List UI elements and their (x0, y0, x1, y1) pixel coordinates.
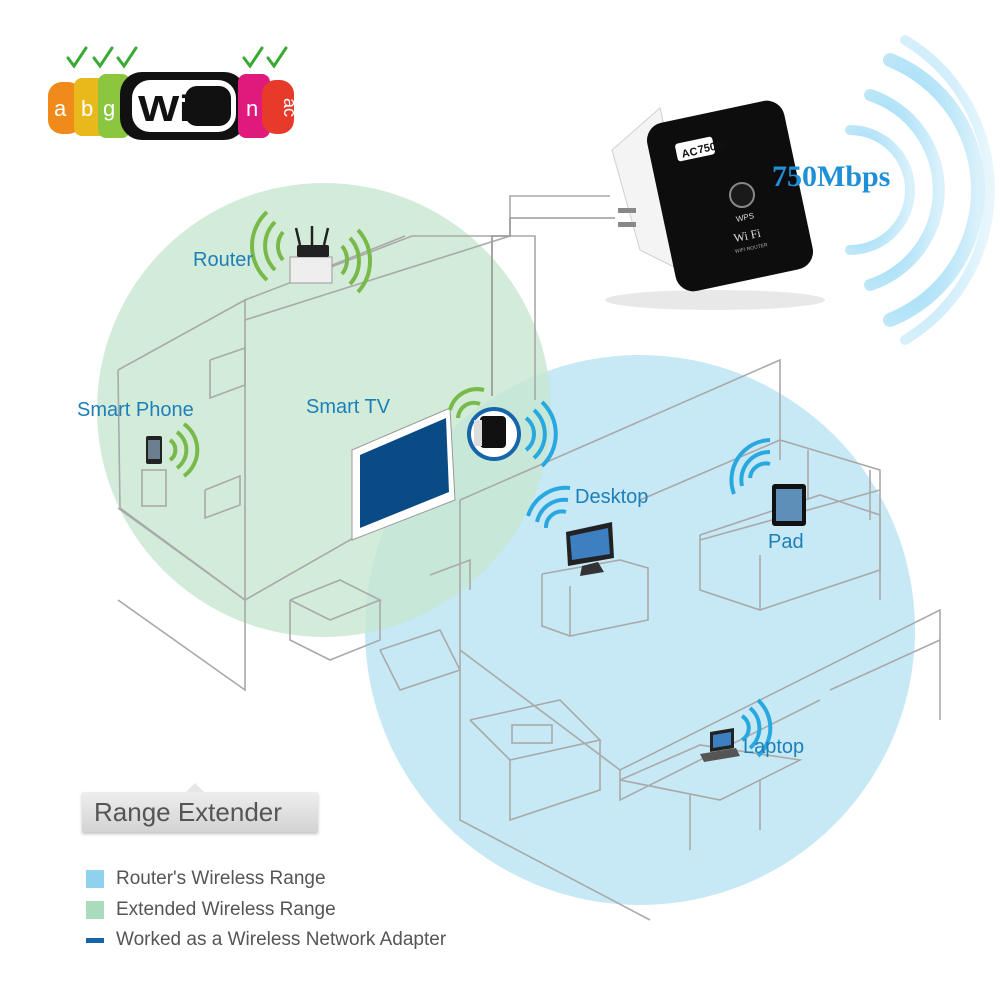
legend-swatch-extended-range (86, 901, 104, 919)
wifi-badge-n (238, 74, 270, 138)
legend-swatch-router-range (86, 870, 104, 888)
big-signal-arcs (845, 35, 995, 345)
device-badge: AC (681, 146, 699, 161)
speed-label: 750Mbps (772, 160, 891, 193)
house-floorplan (117, 195, 941, 921)
wifi-letter-ac: ac (280, 98, 300, 117)
wifi-letter-a: a (54, 96, 67, 121)
wifi-letter-g: g (103, 96, 115, 121)
smart-tv-icon (351, 407, 456, 541)
legend-item-router-range: Router's Wireless Range (86, 868, 326, 890)
smart-phone-signal-icon (168, 422, 200, 478)
checkmark-icons (66, 46, 288, 69)
smart-tv-label: Smart TV (306, 396, 391, 418)
laptop-icon (700, 728, 740, 762)
wifi-badge-a (48, 82, 82, 134)
router-signal-icon (249, 210, 372, 294)
legend-text: Worked as a Wireless Network Adapter (116, 929, 447, 950)
mini-extender-icon (467, 407, 521, 461)
wifi-center-text: WiFi (138, 88, 230, 129)
range-extender-device (605, 100, 825, 310)
extended-range-circle (97, 183, 551, 637)
legend-item-adapter: Worked as a Wireless Network Adapter (86, 929, 446, 951)
laptop-label: Laptop (743, 736, 805, 758)
device-model: 750M (697, 139, 726, 156)
legend-item-extended-range: Extended Wireless Range (86, 899, 336, 921)
desktop-label: Desktop (575, 486, 649, 508)
wifi-standards-badge (48, 72, 294, 140)
wifi-badge-ac (262, 80, 294, 134)
wifi-letter-n: n (246, 96, 258, 121)
legend-swatch-adapter (86, 937, 104, 943)
desktop-icon (566, 522, 614, 576)
pad-icon (772, 484, 806, 526)
legend-text: Extended Wireless Range (116, 899, 336, 920)
pad-label: Pad (768, 531, 804, 553)
router-label: Router (193, 249, 254, 271)
connector-line (491, 217, 615, 396)
device-button-label: WPS (735, 211, 755, 224)
pad-signal-icon (729, 438, 771, 495)
desktop-signal-icon (526, 485, 571, 529)
router-icon (289, 226, 333, 284)
legend-title: Range Extender (82, 783, 318, 832)
laptop-signal-icon (740, 698, 773, 758)
smart-phone-icon (146, 436, 162, 464)
mini-extender-signal-icon (524, 400, 558, 468)
smart-phone-label: Smart Phone (77, 399, 194, 421)
smart-tv-signal-icon (448, 387, 485, 419)
wifi-letter-b: b (81, 96, 93, 121)
device-brand: Wi Fi (732, 226, 762, 245)
legend-text: Router's Wireless Range (116, 868, 326, 889)
